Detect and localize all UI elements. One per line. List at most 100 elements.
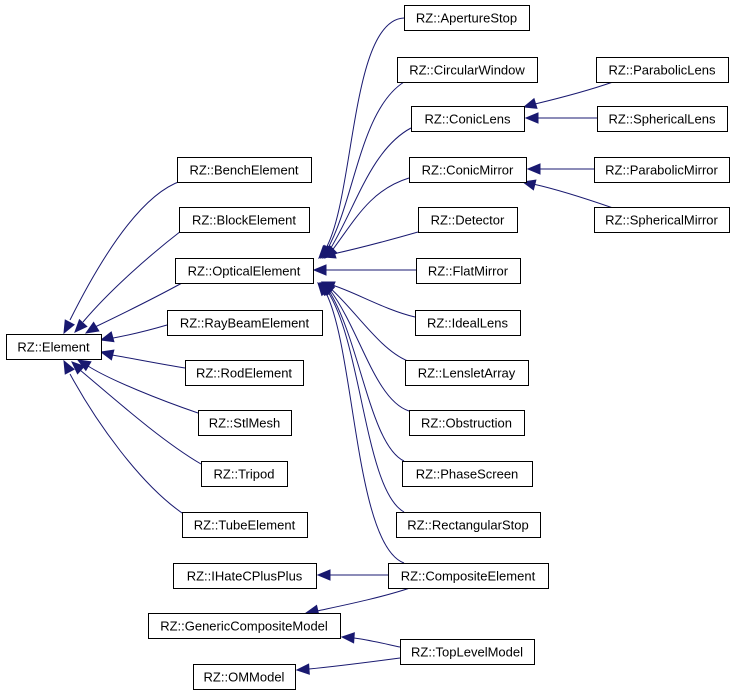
class-node-block-element[interactable]: RZ::BlockElement xyxy=(179,207,310,233)
class-node-obstruction[interactable]: RZ::Obstruction xyxy=(409,410,525,436)
class-node-label: RZ::ApertureStop xyxy=(416,11,517,26)
class-node-aperture-stop[interactable]: RZ::ApertureStop xyxy=(404,5,530,31)
class-node-detector[interactable]: RZ::Detector xyxy=(418,207,518,233)
class-node-label: RZ::RayBeamElement xyxy=(180,316,310,331)
edge-line xyxy=(87,365,199,414)
inheritance-arrow-icon xyxy=(526,163,541,175)
class-node-spherical-mirror[interactable]: RZ::SphericalMirror xyxy=(594,207,730,233)
class-node-box xyxy=(177,157,312,183)
class-node-optical-element[interactable]: RZ::OpticalElement xyxy=(175,258,314,284)
class-node-box xyxy=(6,334,102,360)
inheritance-arrow-icon xyxy=(295,663,310,675)
inheritance-arrow-icon xyxy=(84,321,100,334)
class-node-box xyxy=(415,310,521,336)
class-node-lenslet-array[interactable]: RZ::LensletArray xyxy=(405,360,529,386)
edge-rod-element-to-element xyxy=(99,349,186,369)
class-node-label: RZ::PhaseScreen xyxy=(416,467,519,482)
class-node-spherical-lens[interactable]: RZ::SphericalLens xyxy=(597,106,728,132)
class-node-box xyxy=(397,57,538,83)
class-node-box xyxy=(405,360,529,386)
class-node-label: RZ::BlockElement xyxy=(192,213,296,228)
class-node-om-model[interactable]: RZ::OMModel xyxy=(193,664,296,690)
class-node-rod-element[interactable]: RZ::RodElement xyxy=(185,360,304,386)
class-node-box xyxy=(400,639,535,665)
class-node-top-level-model[interactable]: RZ::TopLevelModel xyxy=(400,639,535,665)
edge-tube-element-to-element xyxy=(63,359,186,516)
class-node-label: RZ::ParabolicLens xyxy=(609,63,716,78)
edge-line xyxy=(353,637,401,648)
class-node-tripod[interactable]: RZ::Tripod xyxy=(201,461,288,487)
class-node-box xyxy=(388,563,549,589)
edge-line xyxy=(328,127,412,252)
class-node-generic-composite-model[interactable]: RZ::GenericCompositeModel xyxy=(148,613,341,639)
edge-line xyxy=(324,17,405,251)
class-node-stl-mesh[interactable]: RZ::StlMesh xyxy=(198,410,292,436)
class-node-box xyxy=(594,157,730,183)
inheritance-arrow-icon xyxy=(99,349,115,361)
class-node-label: RZ::OpticalElement xyxy=(188,264,301,279)
inheritance-arrow-icon xyxy=(312,264,327,276)
class-node-bench-element[interactable]: RZ::BenchElement xyxy=(177,157,312,183)
class-node-parabolic-mirror[interactable]: RZ::ParabolicMirror xyxy=(594,157,730,183)
edge-parabolic-lens-to-conic-lens xyxy=(522,81,614,109)
class-node-ray-beam-element[interactable]: RZ::RayBeamElement xyxy=(167,310,323,336)
class-node-rectangular-stop[interactable]: RZ::RectangularStop xyxy=(396,512,541,538)
class-node-circular-window[interactable]: RZ::CircularWindow xyxy=(397,57,538,83)
inheritance-arrow-icon xyxy=(522,97,538,109)
class-node-box xyxy=(409,410,525,436)
edge-line xyxy=(327,291,405,513)
class-node-ideal-lens[interactable]: RZ::IdealLens xyxy=(415,310,521,336)
class-node-label: RZ::CompositeElement xyxy=(401,569,536,584)
class-node-box xyxy=(396,512,541,538)
edge-line xyxy=(316,587,411,612)
inheritance-arrow-icon xyxy=(99,331,115,343)
class-node-conic-lens[interactable]: RZ::ConicLens xyxy=(411,106,525,132)
class-node-conic-mirror[interactable]: RZ::ConicMirror xyxy=(409,157,527,183)
class-node-flat-mirror[interactable]: RZ::FlatMirror xyxy=(416,258,521,284)
edge-line xyxy=(308,657,401,670)
class-node-label: RZ::SphericalMirror xyxy=(605,213,718,228)
class-node-box xyxy=(409,157,527,183)
nodes-layer: RZ::Element RZ::BenchElementRZ::BlockElem… xyxy=(6,5,730,690)
edge-stl-mesh-to-element xyxy=(76,359,199,414)
class-node-label: RZ::RodElement xyxy=(196,366,292,381)
edge-bench-element-to-element xyxy=(63,180,182,335)
class-node-box xyxy=(418,207,518,233)
edge-conic-lens-to-optical-element xyxy=(322,127,412,259)
class-node-tube-element[interactable]: RZ::TubeElement xyxy=(182,512,308,538)
edge-flat-mirror-to-optical-element xyxy=(312,264,416,276)
inheritance-arrow-icon xyxy=(71,361,86,375)
inheritance-arrow-icon xyxy=(317,282,331,297)
edges-layer xyxy=(63,17,614,675)
class-node-i-hate-c-plus-plus[interactable]: RZ::IHateCPlusPlus xyxy=(173,563,317,589)
class-node-box xyxy=(167,310,323,336)
class-node-element[interactable]: RZ::Element xyxy=(6,334,102,360)
edge-lenslet-array-to-optical-element xyxy=(320,282,409,362)
class-node-label: RZ::SphericalLens xyxy=(609,112,716,127)
class-node-phase-screen[interactable]: RZ::PhaseScreen xyxy=(402,461,533,487)
class-node-label: RZ::Tripod xyxy=(214,467,275,482)
class-node-label: RZ::TopLevelModel xyxy=(411,645,523,660)
edge-line xyxy=(82,230,182,323)
class-node-parabolic-lens[interactable]: RZ::ParabolicLens xyxy=(596,57,729,83)
class-node-box xyxy=(597,106,728,132)
edge-line xyxy=(94,282,183,328)
class-node-label: RZ::FlatMirror xyxy=(428,264,509,279)
inheritance-arrow-icon xyxy=(74,318,88,333)
class-node-label: RZ::CircularWindow xyxy=(409,63,525,78)
class-node-label: RZ::IHateCPlusPlus xyxy=(187,569,303,584)
class-node-box xyxy=(185,360,304,386)
edge-line xyxy=(332,231,419,255)
edge-line xyxy=(111,354,186,369)
class-node-box xyxy=(402,461,533,487)
edge-composite-element-to-i-hate-c-plus-plus xyxy=(316,569,388,581)
edge-line xyxy=(107,324,168,340)
class-node-box xyxy=(175,258,314,284)
class-node-box xyxy=(198,410,292,436)
class-node-composite-element[interactable]: RZ::CompositeElement xyxy=(388,563,549,589)
inheritance-arrow-icon xyxy=(340,632,355,644)
class-node-label: RZ::Detector xyxy=(431,213,505,228)
edge-line xyxy=(330,177,410,253)
class-node-box xyxy=(148,613,341,639)
